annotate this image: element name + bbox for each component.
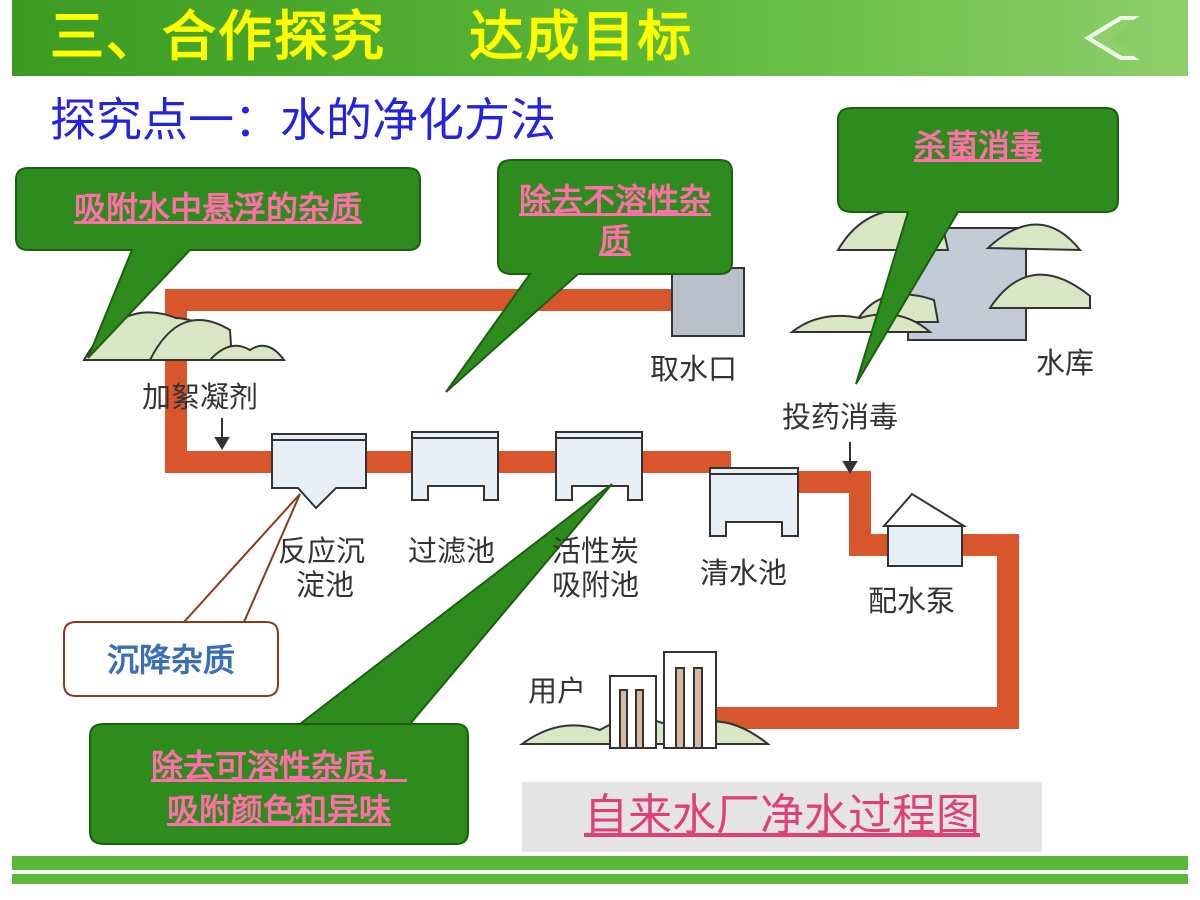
- clear-water-tank: [709, 467, 799, 537]
- page-title: 三、合作探究 达成目标: [50, 5, 694, 68]
- footer-bar-top: [12, 856, 1188, 870]
- carbon-tank: [555, 431, 643, 501]
- label-intake: 取水口: [650, 352, 738, 386]
- disinfect-arrow: [842, 442, 858, 474]
- user-buildings: [518, 651, 771, 749]
- callout-insoluble: [445, 159, 733, 393]
- label-disinfect: 投药消毒: [782, 400, 899, 434]
- coagulant-arrow: [214, 418, 230, 450]
- pump-house: [881, 492, 968, 567]
- label-carbon-tank-2: 吸附池: [552, 568, 640, 602]
- footer-bar-bottom: [12, 874, 1188, 884]
- callout-sterilize-text: 杀菌消毒: [913, 127, 1042, 165]
- callout-sediment: [63, 493, 301, 697]
- caption-background: [522, 782, 1042, 852]
- section-subtitle: 探究点一：水的净化方法: [50, 93, 556, 147]
- label-reaction-tank-2: 淀池: [296, 568, 355, 602]
- callout-sediment-text: 沉降杂质: [106, 641, 235, 679]
- label-clear-tank: 清水池: [700, 556, 788, 590]
- intake-box: [671, 267, 745, 337]
- callout-insoluble-text: 除去不溶性杂质: [518, 181, 711, 259]
- label-filter-tank: 过滤池: [408, 534, 496, 568]
- chevron-left-icon[interactable]: [1080, 14, 1142, 62]
- diagram-caption: 自来水厂净水过程图: [584, 790, 980, 841]
- label-pump: 配水泵: [868, 584, 956, 618]
- callout-soluble-text-line1: 除去可溶性杂质，: [150, 747, 407, 785]
- callout-adsorb-text: 吸附水中悬浮的杂质: [73, 189, 362, 227]
- label-user: 用户: [528, 674, 587, 708]
- filter-tank: [411, 431, 499, 501]
- callout-sterilize: [837, 107, 1119, 385]
- callout-adsorb: [15, 167, 421, 359]
- header-banner: [12, 0, 1188, 76]
- label-coagulant: 加絮凝剂: [142, 380, 259, 414]
- callout-soluble: [89, 483, 613, 845]
- callout-soluble-text-line2: 吸附颜色和异味: [166, 791, 391, 829]
- label-reaction-tank-1: 反应沉: [278, 534, 366, 568]
- label-carbon-tank-1: 活性炭: [552, 534, 640, 568]
- label-reservoir: 水库: [1036, 346, 1095, 380]
- reaction-tank: [271, 433, 367, 510]
